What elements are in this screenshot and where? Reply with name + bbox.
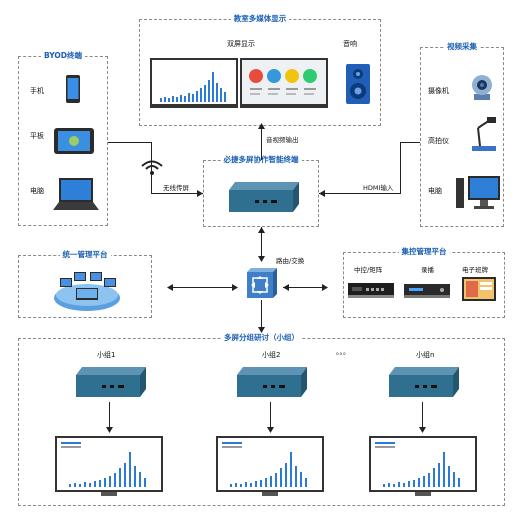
management-title: 统一管理平台: [59, 250, 111, 259]
control-platform-title: 集控管理平台: [398, 247, 450, 256]
arrow-down-icon: [258, 256, 265, 262]
hdmi-connector-v: [400, 142, 401, 193]
phone-icon: [66, 75, 80, 103]
speaker-icon: [346, 64, 370, 104]
network-computers-icon: [52, 264, 122, 312]
tablet-icon: [54, 128, 94, 154]
tablet-label: 平板: [30, 132, 44, 140]
management-connector: [170, 287, 236, 288]
arrow-down-icon-2: [258, 327, 265, 333]
computer-icon: [456, 176, 500, 216]
laptop-label: 电脑: [30, 187, 44, 195]
group-2-label: 小组2: [262, 351, 281, 359]
group-ellipsis: 。。。: [336, 348, 350, 356]
arrow-left-icon: [319, 190, 325, 197]
multimedia-display-title: 教室多媒体显示: [230, 14, 290, 23]
phone-label: 手机: [30, 87, 44, 95]
group-2-connector: [270, 402, 271, 430]
group-2-screen-icon: [216, 436, 324, 496]
dual-screen-label: 双屏显示: [227, 40, 255, 48]
wireless-connector-h1: [108, 142, 152, 143]
central-control-icon: [348, 283, 394, 299]
center-router-connector: [261, 227, 262, 261]
dual-screen-icon: [150, 58, 328, 108]
wireless-connector-v: [151, 142, 152, 193]
group-2-device-icon: [233, 363, 313, 401]
group-discussion-title: 多屏分组研讨（小组）: [221, 333, 302, 342]
group-n-device-icon: [385, 363, 465, 401]
arrow-right-icon: [197, 190, 203, 197]
document-camera-icon: [470, 116, 498, 152]
central-control-label: 中控/矩阵: [354, 266, 383, 274]
arrow-up-icon: [258, 123, 265, 129]
group-1-screen-icon: [55, 436, 163, 496]
hdmi-connector-h2: [319, 193, 401, 194]
group-n-label: 小组n: [416, 351, 435, 359]
eboard-icon: [462, 277, 496, 301]
recorder-label: 录播: [421, 266, 434, 274]
arrow-left-icon-3: [283, 284, 289, 291]
camera-icon: [468, 72, 496, 102]
recorder-icon: [404, 284, 450, 298]
av-out-label: 音视频输出: [266, 136, 299, 144]
av-out-connector: [261, 126, 262, 160]
byod-title: BYOD终端: [40, 51, 86, 60]
arrow-down-icon-3: [106, 427, 113, 433]
group-1-device-icon: [72, 363, 152, 401]
arrow-right-icon-2: [232, 284, 238, 291]
hdmi-label: HDMI输入: [363, 184, 394, 192]
computer-label: 电脑: [428, 187, 442, 195]
speaker-label: 音响: [343, 40, 357, 48]
wifi-icon: [141, 160, 163, 176]
terminal-device-icon: [225, 176, 305, 216]
arrow-up-icon-2: [258, 227, 265, 233]
router-switch-icon: [243, 264, 279, 300]
camera-label: 摄像机: [428, 87, 449, 95]
routing-label: 路由/交换: [276, 257, 305, 265]
arrow-right-icon-3: [322, 284, 328, 291]
video-capture-title: 视频采集: [444, 42, 480, 51]
wireless-connector-h2: [151, 193, 203, 194]
arrow-down-icon-5: [419, 427, 426, 433]
group-1-connector: [109, 402, 110, 430]
group-1-label: 小组1: [97, 351, 116, 359]
hdmi-connector-h1: [400, 142, 420, 143]
document-camera-label: 高拍仪: [428, 137, 449, 145]
router-group-connector: [261, 300, 262, 332]
arrow-down-icon-4: [267, 427, 274, 433]
group-n-screen-icon: [369, 436, 477, 496]
control-connector: [283, 287, 327, 288]
laptop-icon: [53, 178, 99, 210]
wireless-label: 无线传屏: [163, 184, 189, 192]
arrow-left-icon-2: [167, 284, 173, 291]
eboard-label: 电子班牌: [462, 266, 488, 274]
group-n-connector: [422, 402, 423, 430]
